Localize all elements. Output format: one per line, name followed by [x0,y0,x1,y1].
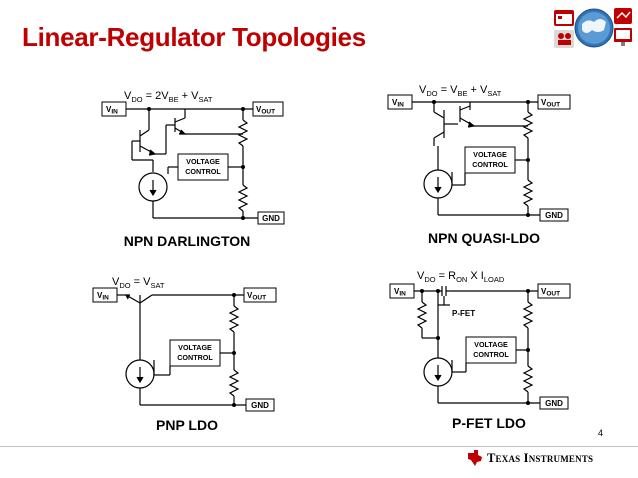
pfet-ldo-circuit: VDO = RON X ILOAD VIN VOUT P-FET VOLTAGE [389,270,571,431]
vin-label: VIN [392,98,404,109]
page-title: Linear-Regulator Topologies [22,22,366,52]
voltage-control-label: VOLTAGE [473,150,507,159]
calendar-icon [554,10,574,26]
vin-label: VIN [106,105,118,116]
ti-state-icon [468,450,482,466]
circuit-caption: NPN DARLINGTON [124,233,251,249]
slide-number: 4 [598,428,604,438]
voltage-control-label: VOLTAGE [474,340,508,349]
dropout-equation: VDO = VBE + VSAT [419,84,502,98]
gnd-label: GND [545,211,563,220]
tile-icon [614,8,632,24]
texas-instruments-logo: Texas Instruments [466,449,593,467]
gnd-label: GND [262,214,280,223]
npn-quasi-ldo-circuit: VDO = VBE + VSAT VIN VOUT VOLTAGE CONTRO… [387,84,571,246]
vout-label: VOUT [541,98,560,109]
dropout-equation: VDO = VSAT [112,276,165,290]
circuit-caption: NPN QUASI-LDO [428,230,540,246]
footer-divider [0,446,638,447]
dropout-equation: VDO = 2VBE + VSAT [124,90,213,104]
monitor-icon [614,28,632,46]
voltage-control-label: VOLTAGE [186,157,220,166]
vout-label: VOUT [256,105,275,116]
company-name: Texas Instruments [487,450,594,465]
voltage-control-label-2: CONTROL [177,353,213,362]
vin-label: VIN [394,287,406,298]
vin-label: VIN [97,291,109,302]
globe-icon [574,8,614,48]
npn-darlington-circuit: VDO = 2VBE + VSAT VIN VOUT [101,90,285,249]
voltage-control-label-2: CONTROL [472,160,508,169]
people-icon [554,30,574,48]
pfet-label: P-FET [452,309,475,318]
voltage-control-label-2: CONTROL [185,167,221,176]
pnp-ldo-circuit: VDO = VSAT VIN VOUT VOLTAGE CONTROL [92,276,277,433]
gnd-label: GND [545,399,563,408]
gnd-label: GND [251,401,269,410]
dropout-equation: VDO = RON X ILOAD [417,270,505,284]
voltage-control-label-2: CONTROL [473,350,509,359]
vout-label: VOUT [247,291,266,302]
vout-label: VOUT [541,287,560,298]
header-badge [554,8,632,48]
voltage-control-label: VOLTAGE [178,343,212,352]
circuit-caption: PNP LDO [156,417,218,433]
circuit-caption: P-FET LDO [452,415,526,431]
